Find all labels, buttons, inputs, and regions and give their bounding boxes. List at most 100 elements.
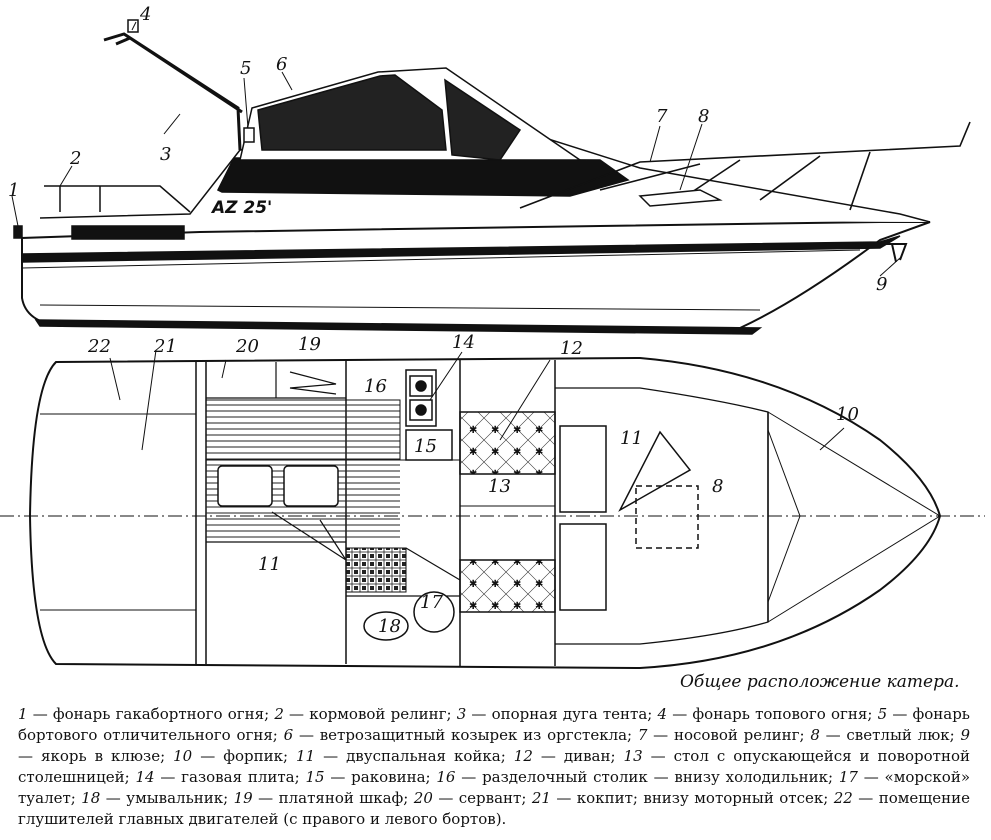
legend-text: — кормовой релинг;: [283, 705, 457, 723]
legend-number: 9: [960, 726, 970, 744]
legend-item: 8 — светлый люк;: [810, 726, 960, 744]
legend-item: 12 — диван;: [514, 747, 624, 765]
legend-number: 20: [413, 789, 433, 807]
legend-item: 19 — платяной шкаф;: [234, 789, 414, 807]
legend-text: — газовая плита;: [154, 768, 306, 786]
callout-19: 19: [298, 334, 321, 355]
legend-item: 15 — раковина;: [305, 768, 436, 786]
model-label: AZ 25': [210, 198, 272, 218]
callout-16: 16: [364, 376, 387, 397]
callout-7: 7: [656, 106, 668, 127]
legend-item: 10 — форпик;: [173, 747, 296, 765]
callout-8b: 8: [712, 476, 723, 497]
sheer-stripe: [21, 235, 901, 263]
legend-item: 17 — «морской» туалет;: [18, 768, 970, 807]
windshield-band: [216, 157, 630, 197]
hull-outline: [28, 356, 942, 670]
callout-13: 13: [488, 476, 511, 497]
anchor: [880, 243, 908, 263]
legend-text: — носовой релинг;: [647, 726, 811, 744]
legend-text: — фонарь гакабортного огня;: [27, 705, 275, 723]
callout-2: 2: [69, 148, 81, 169]
legend-text: — помещение глушителей главных двигателе…: [18, 789, 970, 828]
callout-18: 18: [378, 616, 401, 637]
hull-window: [71, 225, 185, 240]
legend-text: — разделочный столик — внизу холодильник…: [455, 768, 839, 786]
legend-number: 15: [305, 768, 325, 786]
boat-diagram: ✱ AZ 25': [0, 4, 985, 670]
callout-11: 11: [258, 554, 281, 575]
legend-number: 14: [135, 768, 155, 786]
masthead-light: [127, 19, 139, 33]
legend-number: 19: [233, 789, 253, 807]
legend-item: 22 — помещение глушителей главных двигат…: [18, 789, 970, 828]
callout-22: 22: [87, 336, 111, 357]
sofa-12-top: [459, 411, 556, 475]
legend-number: 11: [296, 747, 316, 765]
legend-item: 1 — фонарь гакабортного огня;: [18, 705, 274, 723]
legend-item: 11 — двуспальная койка;: [296, 747, 514, 765]
stern-light: [13, 225, 23, 239]
legend-number: 6: [283, 726, 294, 744]
legend-text: — кокпит; внизу моторный отсек;: [550, 789, 834, 807]
legend-item: 2 — кормовой релинг;: [274, 705, 456, 723]
legend-text: — диван;: [532, 747, 624, 765]
legend-item: 13 — стол с опускающейся и поворотной ст…: [18, 747, 970, 786]
legend-number: 4: [657, 705, 668, 723]
legend-number: 2: [274, 705, 284, 723]
legend-number: 13: [623, 747, 643, 765]
legend-text: — фонарь бортового отличительного огня;: [18, 705, 970, 744]
hatch-8-plan: [635, 485, 699, 549]
legend-text: — опорная дуга тента;: [466, 705, 658, 723]
forward-berth: [555, 387, 769, 645]
callout-14: 14: [452, 332, 475, 353]
washbasin-18: [363, 611, 409, 641]
callout-3: 3: [160, 144, 171, 165]
callout-20: 20: [235, 336, 259, 357]
legend-text: — светлый люк;: [819, 726, 961, 744]
legend-text: — ветрозащитный козырек из оргстекла;: [293, 726, 638, 744]
callout-1: 1: [8, 180, 19, 201]
legend-text: — «морской» туалет;: [18, 768, 971, 807]
legend-number: 18: [81, 789, 101, 807]
toilet-17: [413, 591, 455, 633]
legend-item: 18 — умывальник;: [81, 789, 233, 807]
cushion-1: [217, 465, 273, 507]
legend-number: 1: [18, 705, 28, 723]
legend-number: 21: [531, 789, 551, 807]
legend-text: — стол с опускающейся и поворотной столе…: [18, 747, 971, 786]
legend-number: 5: [877, 705, 888, 723]
legend-number: 16: [436, 768, 456, 786]
legend-text: — форпик;: [192, 747, 296, 765]
waterline-stripe: [34, 319, 763, 335]
radar-arch: [103, 32, 243, 151]
callout-12: 12: [560, 338, 583, 359]
legend-item: 16 — разделочный столик — внизу холодиль…: [436, 768, 838, 786]
callout-11b: 11: [620, 428, 643, 449]
legend-item: 21 — кокпит; внизу моторный отсек;: [532, 789, 834, 807]
legend-number: 8: [810, 726, 820, 744]
legend-item: 9 — якорь в клюзе;: [18, 726, 970, 765]
legend-item: 20 — сервант;: [414, 789, 532, 807]
legend-item: 6 — ветрозащитный козырек из оргстекла;: [284, 726, 638, 744]
callout-4: 4: [139, 4, 151, 25]
cushion-2: [283, 465, 339, 507]
legend-text: — фонарь топового огня;: [667, 705, 878, 723]
stern-rail: [44, 185, 191, 213]
legend-text: — якорь в клюзе;: [18, 747, 174, 765]
legend-item: 4 — фонарь топового огня;: [658, 705, 878, 723]
side-view: AZ 25': [11, 19, 971, 335]
legend-text: — сервант;: [432, 789, 532, 807]
legend-text: — умывальник;: [100, 789, 234, 807]
legend-number: 12: [513, 747, 533, 765]
legend-number: 3: [456, 705, 467, 723]
legend-item: 14 — газовая плита;: [135, 768, 305, 786]
bow-rail: [519, 121, 971, 211]
callout-8: 8: [698, 106, 709, 127]
legend-number: 10: [173, 747, 193, 765]
caption-title: Общее расположение катера.: [680, 672, 960, 692]
callout-9: 9: [876, 274, 887, 295]
callout-10: 10: [836, 404, 859, 425]
legend-text: — двуспальная койка;: [315, 747, 514, 765]
plan-view: [0, 349, 985, 670]
